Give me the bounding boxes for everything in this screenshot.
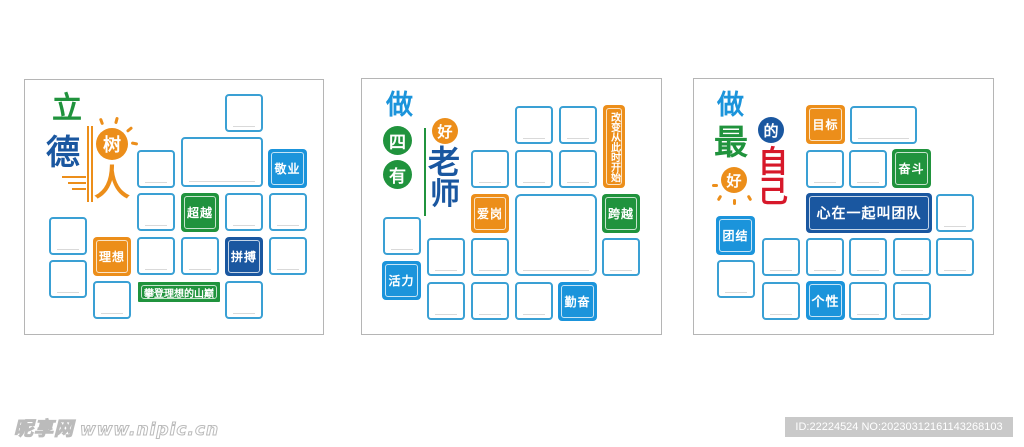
photo-frame[interactable] [427,238,465,276]
circle-hao: 好 [432,118,458,144]
watermark-url: www.nipic.cn [80,420,220,441]
title-char-li: 立 [52,91,82,126]
photo-frame[interactable] [471,238,509,276]
photo-frame[interactable] [225,281,263,319]
sun-circle-shu: 树 [96,128,128,160]
circle-you: 有 [383,160,412,189]
label-tuanjie: 团结 [716,216,755,255]
label-lixiang: 理想 [93,237,131,276]
photo-frame[interactable] [269,193,307,231]
photo-frame[interactable] [936,238,974,276]
photo-frame[interactable] [49,260,87,298]
photo-frame[interactable] [471,282,509,320]
label-aigang: 爱岗 [471,194,509,233]
image-id-bar: ID:22224524 NO:20230312161143268103 [785,417,1013,437]
photo-frame[interactable] [471,150,509,188]
photo-frame[interactable] [93,281,131,319]
sun-ray-icon [712,184,718,187]
photo-frame[interactable] [849,282,887,320]
photo-frame[interactable] [849,238,887,276]
photo-frame-large[interactable] [515,194,597,276]
photo-frame[interactable] [806,238,844,276]
photo-frame[interactable] [806,150,844,188]
photo-frame[interactable] [515,150,553,188]
title-char-zui: 最 [714,123,748,163]
photo-frame[interactable] [49,217,87,255]
photo-frame[interactable] [137,193,175,231]
decor-vline [424,128,426,216]
title-char-zuo: 做 [717,90,744,121]
title-char-lao: 老 [428,143,461,181]
photo-frame[interactable] [936,194,974,232]
photo-frame[interactable] [515,282,553,320]
title-char-ji: 己 [758,175,788,210]
photo-frame[interactable] [137,150,175,188]
label-fendou: 奋斗 [892,149,931,188]
circle-de: 的 [758,117,784,143]
title-char-ren: 人 [94,163,131,204]
label-vertical-change: 改变从此时开始 [603,105,625,188]
label-huoli: 活力 [382,261,421,300]
watermark-brand: 昵享网 [13,418,75,441]
decor-line [68,182,86,184]
photo-frame[interactable] [602,238,640,276]
photo-frame[interactable] [717,260,755,298]
label-mubiao: 目标 [806,105,845,144]
photo-frame[interactable] [427,282,465,320]
photo-frame[interactable] [762,238,800,276]
photo-frame[interactable] [559,106,597,144]
photo-frame[interactable] [269,237,307,275]
photo-frame-large[interactable] [181,137,263,187]
photo-frame[interactable] [893,238,931,276]
decor-line [72,188,86,190]
photo-frame[interactable] [849,150,887,188]
decor-line [62,176,86,178]
sun-circle-hao: 好 [721,167,747,193]
sun-ray-icon [733,199,736,205]
photo-frame[interactable] [893,282,931,320]
photo-frame-wide[interactable] [850,106,917,144]
title-char-shi: 师 [430,177,460,212]
photo-frame[interactable] [515,106,553,144]
label-pinbo: 拼搏 [225,237,263,276]
photo-frame[interactable] [383,217,421,255]
photo-frame[interactable] [137,237,175,275]
decor-vline [91,126,93,202]
photo-frame[interactable] [225,193,263,231]
label-qinfen: 勤奋 [558,282,597,321]
label-kuayue: 跨越 [602,194,640,233]
title-char-de: 德 [46,133,80,173]
title-char-zi: 自 [758,145,788,180]
photo-frame[interactable] [559,150,597,188]
label-jingye: 敬业 [268,149,307,188]
label-gexing: 个性 [806,281,845,320]
decor-vline [87,126,89,202]
image-id-text: ID:22224524 NO:20230312161143268103 [795,421,1003,433]
title-char-zuo: 做 [386,90,413,121]
circle-si: 四 [383,126,412,155]
photo-frame[interactable] [181,237,219,275]
photo-frame[interactable] [762,282,800,320]
label-chaoyue: 超越 [181,193,219,232]
banner-climb: 攀登理想的山巅 [138,282,220,302]
photo-frame[interactable] [225,94,263,132]
banner-team: 心在一起叫团队 [806,193,932,233]
